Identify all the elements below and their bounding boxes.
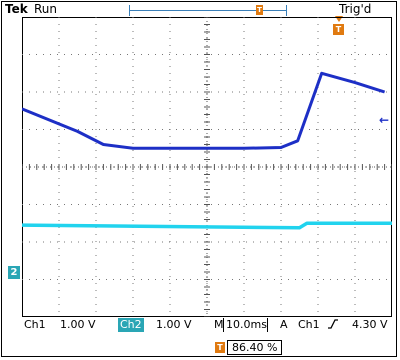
horizontal-offset-value[interactable]: 86.40 % [227, 340, 283, 355]
trigger-position-icon[interactable]: T [333, 24, 344, 35]
ch2-scale[interactable]: 1.00 V [156, 318, 192, 331]
ch2-ground-marker-icon[interactable]: 2 [8, 266, 20, 279]
trigger-status: Trig'd [339, 2, 372, 16]
waveform-area[interactable] [22, 17, 392, 317]
ch1-trace [22, 71, 386, 150]
coupling-mode: A [280, 318, 288, 331]
timebase-prefix: M [214, 318, 224, 331]
ch1-level-arrow-icon[interactable]: ← [379, 113, 390, 127]
ch2-label[interactable]: Ch2 [118, 318, 144, 332]
record-position-bar[interactable]: T [128, 4, 288, 16]
trigger-offset-icon: T [215, 342, 225, 353]
trigger-source[interactable]: Ch1 [298, 318, 320, 331]
ch2-trace [22, 221, 392, 230]
rising-edge-icon [327, 318, 339, 334]
brand-logo: Tek [5, 2, 28, 16]
ch1-label[interactable]: Ch1 [24, 318, 46, 331]
graticule-grid [22, 17, 392, 317]
trigger-position-arrow-icon [335, 16, 343, 22]
acquisition-status: Run [34, 2, 58, 16]
trigger-level[interactable]: 4.30 V [352, 318, 388, 331]
status-bar: Ch1 1.00 V Ch2 1.00 V M 10.0ms A Ch1 4.3… [22, 318, 394, 332]
ch1-scale[interactable]: 1.00 V [60, 318, 96, 331]
graticule [22, 17, 392, 317]
scope-display-frame [1, 1, 397, 357]
timebase-value[interactable]: 10.0ms [226, 318, 267, 331]
record-trigger-position-icon[interactable]: T [256, 5, 263, 15]
